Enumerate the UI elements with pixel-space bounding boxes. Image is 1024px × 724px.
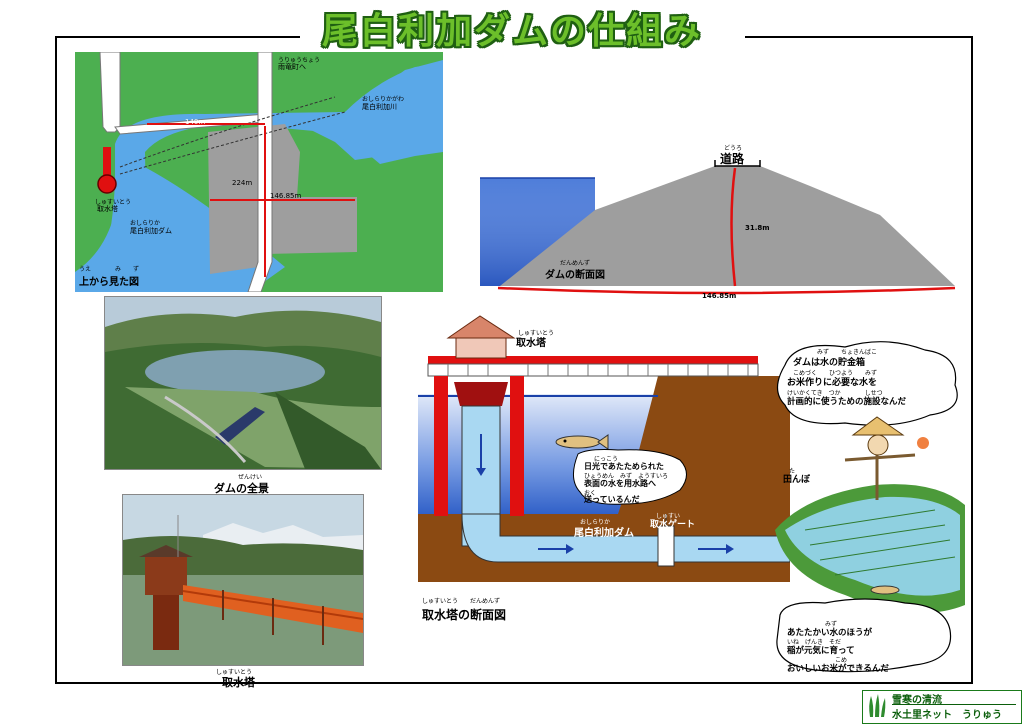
intake-dam-ruby: おしらりか: [580, 519, 611, 526]
intake-dam-label: 尾白利加ダム: [574, 528, 634, 539]
fish-note-ruby2: ひょうめん みず ようすいろ: [584, 473, 669, 480]
page-title: 尾白利加ダムの仕組み: [321, 11, 702, 52]
title-rule-right: [745, 36, 971, 38]
intake-tower-ruby: しゅすいとう: [518, 330, 555, 337]
bubble2-line3: おいしいお米ができるんだ: [787, 664, 889, 674]
fish-note-ruby3: おく: [584, 490, 597, 497]
bubble1-line3: 計画的に使うための施設なんだ: [787, 397, 907, 407]
fish-note-line1: 日光であたためられた: [584, 462, 664, 471]
footer-divider: [892, 704, 1016, 705]
bubble2-ruby1: みず: [825, 621, 838, 628]
plan-river-ruby: おしらりかがわ: [362, 96, 405, 103]
plan-tower-ruby: しゅすいとう: [95, 199, 132, 206]
tower-photo-caption-ruby: しゅすいとう: [216, 669, 253, 676]
bubble2-ruby2: いね げんき そだ: [787, 639, 842, 646]
field-label: 田んぼ: [783, 475, 811, 485]
plan-tower-label: 取水塔: [97, 205, 118, 213]
farm-illustration: みず ちょきんばこ ダムは水の貯金箱 こめづく ひつよう みず お米作りに必要な…: [765, 335, 970, 680]
section-caption: ダムの断面図: [545, 270, 605, 281]
section-road-ruby: どうろ: [724, 145, 743, 152]
intake-gate-ruby: しゅすい: [656, 513, 681, 520]
intake-caption: 取水塔の断面図: [422, 608, 507, 622]
plan-road-label: 雨竜町へ: [278, 63, 306, 71]
content-frame: [55, 36, 973, 684]
section-caption-ruby: だんめんず: [560, 260, 591, 267]
plan-dam-ruby: おしらりか: [130, 220, 161, 227]
dam-cross-section: どうろ 道路 31.8m だんめんず ダムの断面図 146.85m: [470, 140, 970, 310]
plan-dim-width: 146.85m: [270, 192, 302, 200]
intake-tower-photo: [122, 494, 364, 666]
bubble1-ruby1: みず ちょきんばこ: [817, 349, 878, 356]
plan-road-ruby: うりゅうちょう: [278, 57, 321, 64]
bubble2-line2: 稲が元気に育って: [787, 646, 855, 656]
footer-line1: 雪寒の清流: [892, 695, 942, 706]
footer-logo-box: [862, 690, 1022, 724]
plan-caption: 上から見た図: [79, 277, 139, 288]
overview-caption: ダムの全景: [214, 482, 269, 495]
bubble1-ruby3: けいかくてき つか しせつ: [787, 390, 883, 397]
bubble2-line1: あたたかい水のほうが: [787, 628, 873, 638]
plan-dim-top: 140m: [185, 118, 206, 126]
bubble1-line2: お米作りに必要な水を: [787, 378, 878, 388]
section-height-label: 31.8m: [745, 224, 770, 232]
intake-cross-section: しゅすいとう 取水塔 にっこう 日光であたためられた ひょうめん みず ようすい…: [418, 314, 790, 630]
plan-dam-label: 尾白利加ダム: [130, 227, 172, 235]
fish-note-line2: 表面の水を用水路へ: [584, 479, 656, 488]
section-base-width: 146.85m: [702, 292, 737, 300]
section-road-label: 道路: [720, 152, 745, 166]
fish-note-ruby1: にっこう: [594, 456, 619, 463]
intake-caption-ruby: しゅすいとう だんめんず: [422, 598, 501, 605]
title-rule-left: [55, 36, 300, 38]
fish-note-line3: 送っているんだ: [584, 495, 640, 504]
footer-line2: 水土里ネット うりゅう: [892, 710, 1002, 721]
bubble1-ruby2: こめづく ひつよう みず: [793, 370, 878, 377]
field-ruby: た: [789, 468, 796, 475]
plan-caption-ruby: うえ み ず: [79, 266, 140, 273]
grass-logo-icon: [866, 693, 888, 719]
plan-dim-height: 224m: [232, 179, 253, 187]
plan-river-label: 尾白利加川: [362, 103, 397, 111]
tower-photo-caption: 取水塔: [222, 676, 255, 689]
bubble2-ruby3: こめ: [835, 657, 848, 664]
plan-view-map: うりゅうちょう 雨竜町へ おしらりかがわ 尾白利加川 140m 224m 146…: [75, 52, 443, 292]
dam-overview-photo: [104, 296, 382, 470]
overview-caption-ruby: ぜんけい: [238, 474, 263, 481]
intake-gate-label: 取水ゲート: [650, 520, 696, 530]
intake-tower-label: 取水塔: [516, 338, 546, 349]
bubble1-line1: ダムは水の貯金箱: [793, 358, 866, 368]
